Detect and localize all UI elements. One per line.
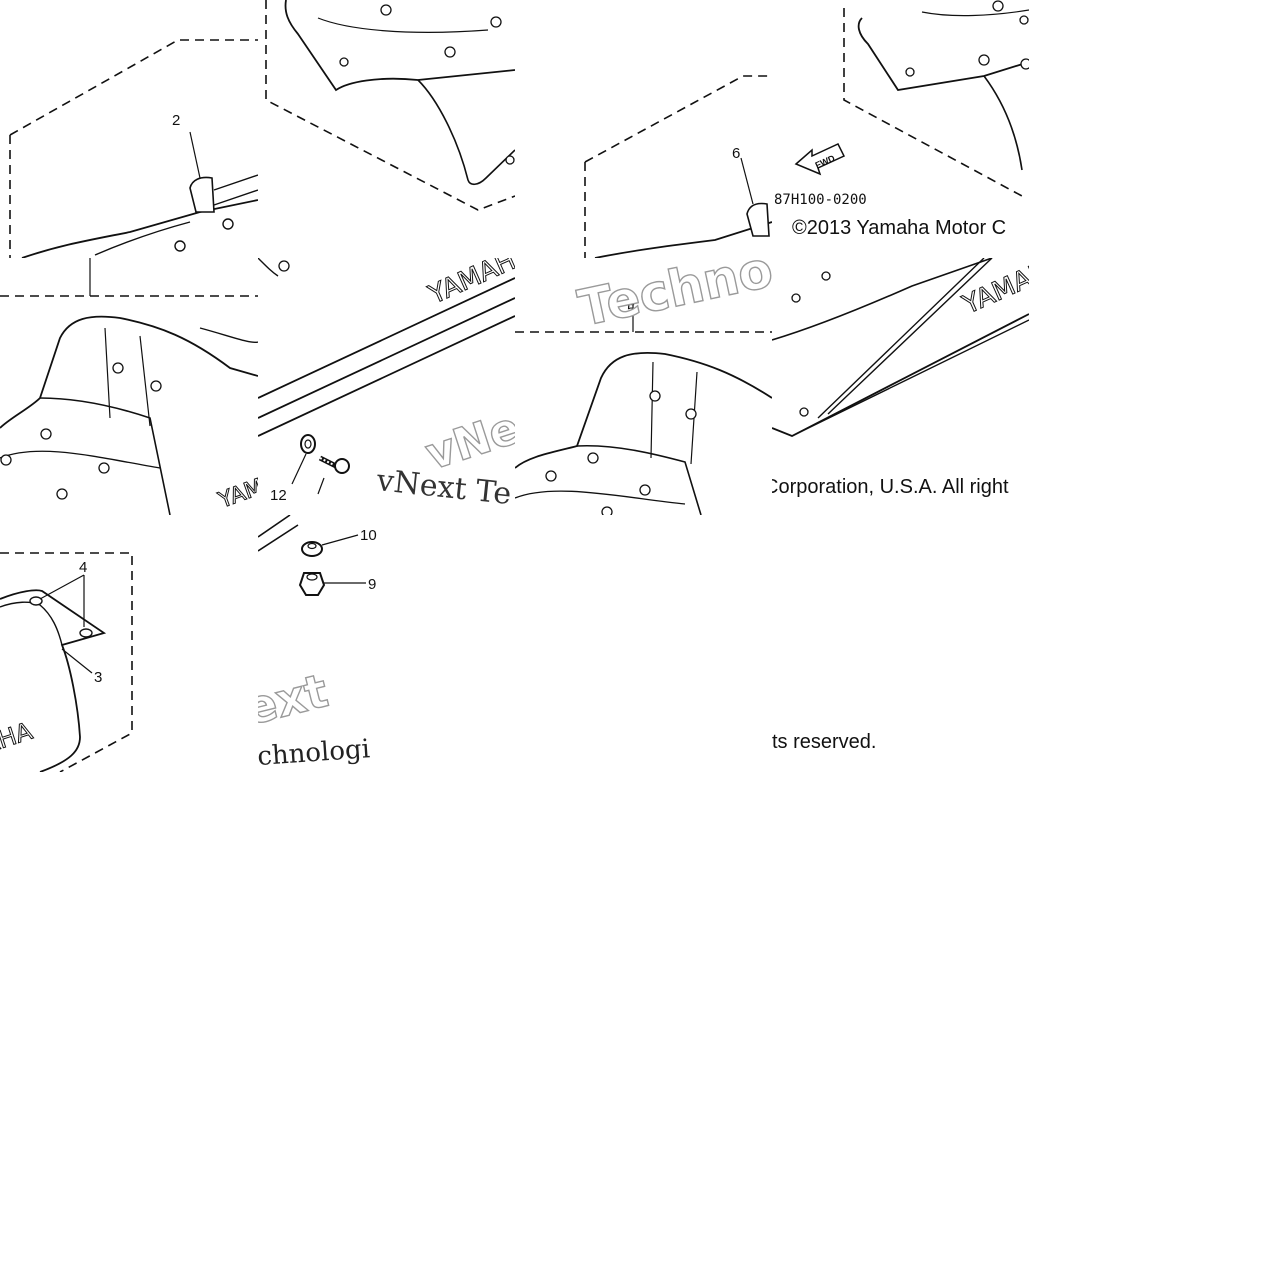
tile-seat-side-far-right: YAMAHA Corporation, U.S.A. All right — [772, 258, 1029, 515]
seat-print-yamaha-3: YAMAHA — [958, 258, 1029, 321]
nut-9 — [298, 572, 326, 596]
fastener-4a — [29, 596, 43, 606]
tile-seat-top-middle — [258, 0, 515, 258]
tile-seat-rear-right: 6 — [515, 0, 772, 258]
callout-5: 5 — [627, 301, 635, 318]
callout-9: 9 — [368, 576, 376, 593]
diagram-code: 87H100-0200 — [774, 192, 867, 208]
watermark-chnologi: chnologi — [258, 734, 371, 772]
watermark-ext: ext — [258, 663, 333, 735]
cover-print-yamaha: YAMAHA — [0, 717, 36, 772]
watermark-vne: vNe — [420, 402, 515, 480]
callout-10: 10 — [360, 527, 377, 544]
callout-12: 12 — [270, 487, 287, 504]
copyright-line-mid: Corporation, U.S.A. All right — [772, 476, 1009, 498]
callout-2: 2 — [172, 112, 180, 129]
fastener-4b — [79, 628, 93, 638]
callout-6: 6 — [732, 145, 740, 162]
tile-seat-front-left: YAMAHA — [0, 258, 258, 515]
tile-seat-side-middle: YAMAHA 12 vNext Te vNe — [258, 258, 515, 515]
tile-seat-front-right: 5 Techno — [515, 258, 772, 515]
callout-3: 3 — [94, 669, 102, 686]
tile-copyright-end: ts reserved. — [772, 515, 1029, 772]
watermark-techno: Techno — [573, 258, 772, 338]
seat-print-yamaha-1: YAMAHA — [215, 459, 258, 514]
fwd-arrow-icon — [794, 143, 846, 176]
copyright-line-end: ts reserved. — [772, 731, 877, 753]
tile-seat-top-far-right: FWD 87H100-0200 ©2013 Yamaha Motor C — [772, 0, 1029, 258]
copyright-line-start: ©2013 Yamaha Motor C — [792, 217, 1007, 239]
bolt — [318, 455, 350, 474]
seat-drawing: 2 — [9, 39, 258, 258]
nut-10 — [301, 541, 323, 557]
tile-cover-bottom-left: 4 3 YAMAHA — [0, 515, 258, 772]
tile-hardware-bottom: 10 9 ext chnologi — [258, 515, 398, 772]
tile-seat-rear-left: 2 — [0, 0, 258, 258]
callout-4: 4 — [79, 559, 87, 576]
